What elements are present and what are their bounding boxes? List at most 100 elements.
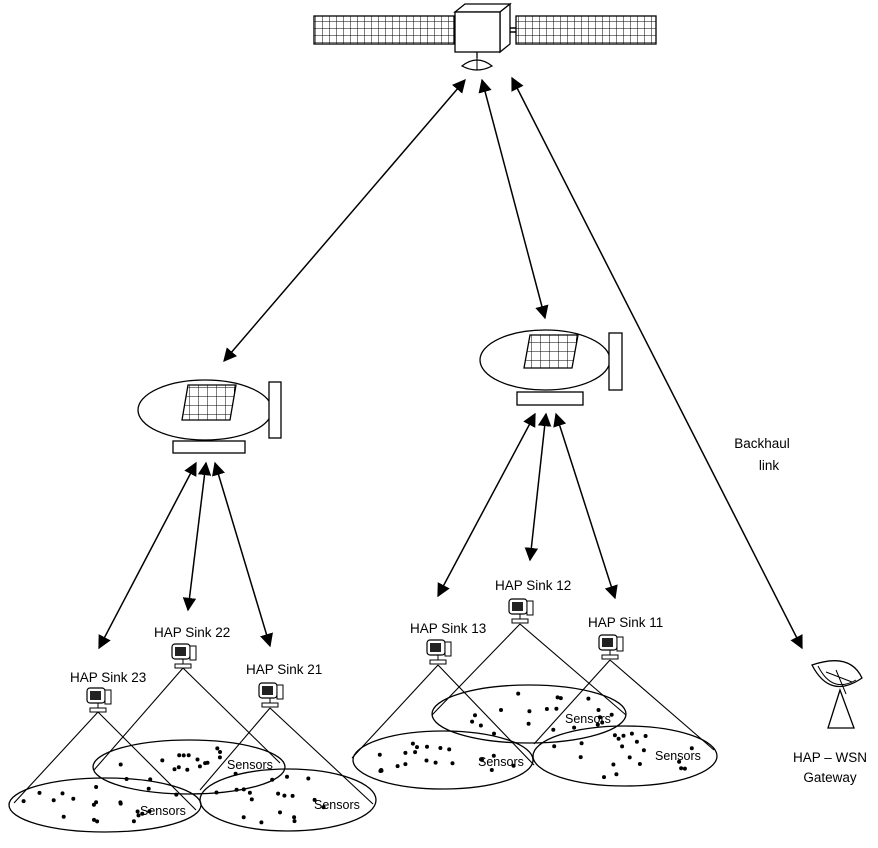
sensors-label-23: Sensors [140,804,186,818]
sensor-dot [270,777,275,782]
sensor-dot [148,777,153,782]
sensor-dot [249,797,254,802]
sensor-dot [124,777,129,781]
sensor-dot [197,764,202,769]
sensor-dot [586,696,591,701]
sensor-dot [641,748,646,753]
sensor-dot [616,736,621,741]
sensors-label-22: Sensors [227,758,273,772]
sensor-dot [682,766,687,771]
sensor-dot [71,796,76,801]
sensor-dot [195,757,200,762]
sensor-dot [438,746,443,750]
sensor-dot [415,745,419,750]
sensor-dot [403,750,408,755]
sensor-dot [92,817,96,822]
gateway-label-2: Gateway [803,770,857,785]
sensor-dot [489,768,494,772]
sensor-dot [247,790,252,795]
sensor-dot [410,741,415,746]
sensor-dot [37,790,42,795]
sensor-dot [527,709,532,714]
sensor-dot [511,763,516,768]
sensor-dot [177,753,182,758]
sensor-dot [377,752,382,757]
sensor-dot [403,762,408,767]
sensor-dot [677,759,682,764]
sensor-dot [292,815,297,820]
sensor-dot [558,696,563,701]
sensor-dot [94,800,99,805]
sensor-dot [689,746,694,751]
sensor-dot [95,819,100,824]
sensor-dot [473,713,477,718]
sensor-dot [491,753,496,758]
sensor-field-12 [431,684,627,744]
sensor-dot [186,753,191,758]
sensor-dot [597,715,602,720]
sensor-dot [526,721,531,726]
sensor-dot [555,695,560,700]
sensor-dot [499,708,503,712]
sensor-dot [614,772,619,777]
sensor-dot [241,815,246,820]
sensor-dot [433,760,438,765]
sensor-dot [185,767,190,772]
sensor-dot [135,809,140,814]
sensor-dot [478,723,483,728]
sensor-dot [136,813,141,818]
sensor-dot [602,775,606,780]
sensor-dot [425,744,429,749]
sensor-dot [321,805,326,810]
sensor-dot [395,764,400,769]
hap-airship-icon-left [137,379,282,454]
sensor-dot [118,801,123,806]
sink-label-21: HAP Sink 21 [246,662,322,677]
sensor-dot [516,691,521,696]
sensor-dot [259,820,264,825]
sensor-dots [21,691,694,825]
sensor-dot [241,787,246,792]
sensor-dot [634,739,639,744]
sensor-dot [611,762,616,767]
sensor-dot [160,758,165,763]
sensor-dot [620,744,625,749]
sensors-label-11: Sensors [655,749,701,763]
sensor-dot [595,722,600,727]
sensor-field-13 [352,730,534,790]
sensor-dot [181,753,186,758]
sensor-dot [413,750,418,755]
sensor-dot [480,757,484,762]
sensor-dot [205,760,210,765]
sink-label-12: HAP Sink 12 [495,578,571,593]
sensor-dot [579,741,584,746]
sensor-dot [290,793,295,798]
sensor-dot [492,731,496,736]
sensor-dot [215,746,220,751]
sensor-dot [572,725,577,730]
sensor-dot [450,761,455,766]
camera-sink-icon-13 [426,639,452,665]
sink-label-11: HAP Sink 11 [588,615,663,630]
sensor-dot [621,733,626,738]
sensor-dot [447,747,452,752]
sensor-dot [176,765,181,770]
sensor-field-22 [92,739,286,795]
sensor-dot [21,799,26,804]
sensor-dot [552,744,557,749]
sensor-dot [282,793,287,798]
sensor-field-11 [532,725,718,787]
sensor-dot [217,755,222,760]
sensor-dot [51,798,56,803]
sensor-dot [278,810,282,815]
camera-sink-icon-23 [86,687,112,713]
hap-airship-icon-right [479,329,623,406]
sensor-dot [218,750,222,754]
sensor-dot [285,774,289,779]
sensor-dot [578,755,583,760]
sensor-dot [118,762,123,767]
sink-label-13: HAP Sink 13 [410,621,486,636]
sink-links [98,412,618,650]
